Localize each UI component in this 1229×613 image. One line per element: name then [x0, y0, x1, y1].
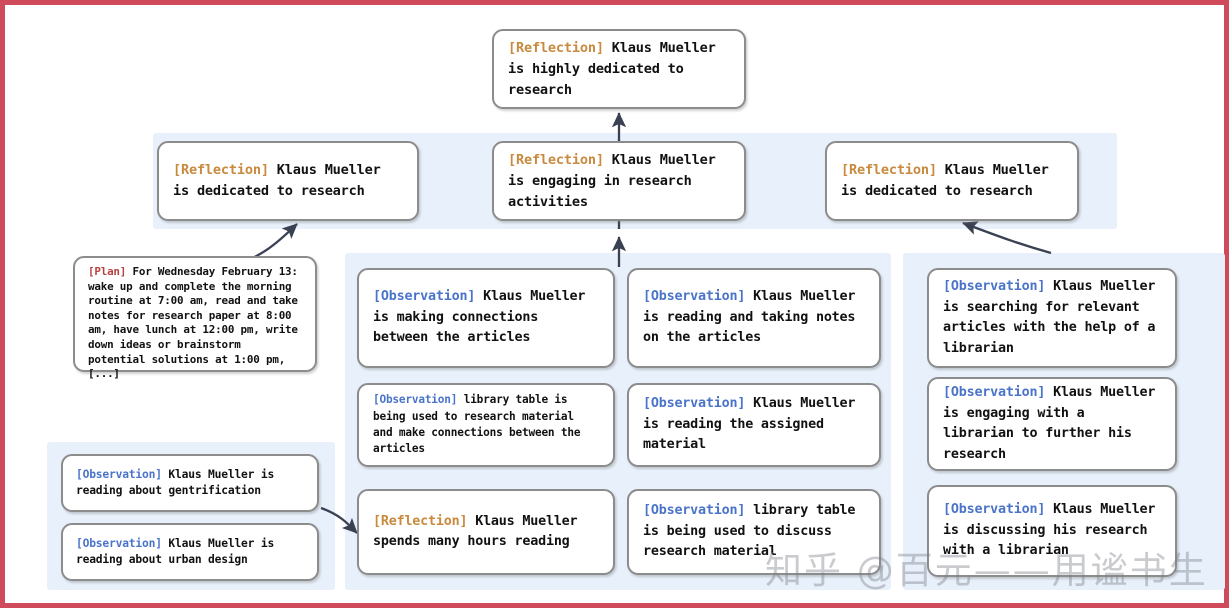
node-body: Klaus Mueller is reading about gentrific…: [76, 467, 275, 498]
node-text: [Observation] library table is being use…: [373, 392, 599, 457]
tag-observation: [Observation]: [943, 502, 1046, 518]
tag-reflection: [Reflection]: [508, 39, 604, 56]
tag-observation: [Observation]: [76, 467, 162, 481]
node-text: [Observation] Klaus Mueller is reading a…: [76, 536, 304, 569]
tag-observation: [Observation]: [643, 289, 746, 305]
node-body: Klaus Mueller is searching for relevant …: [943, 279, 1156, 356]
tag-observation: [Observation]: [373, 393, 458, 407]
tag-reflection: [Reflection]: [373, 513, 468, 529]
watermark: 知乎 @百元——用谧书生: [765, 549, 1208, 592]
node-text: [Observation] Klaus Mueller is searching…: [943, 277, 1161, 359]
tag-observation: [Observation]: [943, 279, 1046, 294]
node-text: [Observation] Klaus Mueller is reading a…: [76, 467, 304, 500]
tag-reflection: [Reflection]: [841, 162, 937, 178]
node-center-observation-1[interactable]: [Observation] Klaus Mueller is reading a…: [627, 268, 881, 368]
node-body: Klaus Mueller is highly dedicated to res…: [508, 39, 716, 98]
node-body: Klaus Mueller is reading and taking note…: [643, 289, 856, 346]
tag-reflection: [Reflection]: [173, 162, 269, 178]
node-text: [Reflection] Klaus Mueller is engaging i…: [508, 150, 730, 213]
node-left-observation-1[interactable]: [Observation] Klaus Mueller is reading a…: [61, 454, 319, 512]
node-right-observation-1[interactable]: [Observation] Klaus Mueller is searching…: [927, 268, 1177, 368]
node-body: Klaus Mueller is dedicated to research: [173, 162, 381, 199]
node-body: Klaus Mueller is dedicated to research: [841, 162, 1049, 199]
node-body: Klaus Mueller is reading the assigned ma…: [643, 396, 856, 453]
node-middle-observation-2[interactable]: [Observation] library table is being use…: [357, 383, 615, 467]
node-reflection-2[interactable]: [Reflection] Klaus Mueller is engaging i…: [492, 141, 746, 221]
tag-observation: [Observation]: [373, 289, 476, 305]
tag-observation: [Observation]: [643, 503, 746, 519]
tag-observation: [Observation]: [76, 536, 162, 550]
node-right-observation-2[interactable]: [Observation] Klaus Mueller is engaging …: [927, 377, 1177, 471]
tag-observation: [Observation]: [943, 385, 1046, 400]
node-text: [Observation] Klaus Mueller is discussin…: [943, 500, 1161, 562]
node-body: Klaus Mueller is discussing his research…: [943, 502, 1156, 559]
node-body: Klaus Mueller is reading about urban des…: [76, 536, 275, 567]
node-text: [Observation] library table is being use…: [643, 501, 865, 563]
node-body: library table is being used to discuss r…: [643, 503, 856, 560]
tag-observation: [Observation]: [643, 396, 746, 412]
tag-plan: [Plan]: [88, 265, 127, 278]
node-reflection-3[interactable]: [Reflection] Klaus Mueller is dedicated …: [825, 141, 1079, 221]
node-middle-reflection[interactable]: [Reflection] Klaus Mueller spends many h…: [357, 489, 615, 575]
node-text: [Observation] Klaus Mueller is making co…: [373, 287, 599, 349]
node-body: Klaus Mueller spends many hours reading: [373, 513, 578, 550]
node-body: Klaus Mueller is engaging with a librari…: [943, 385, 1156, 462]
node-text: [Reflection] Klaus Mueller is dedicated …: [173, 160, 403, 202]
node-text: [Plan] For Wednesday February 13: wake u…: [88, 265, 302, 382]
node-left-observation-2[interactable]: [Observation] Klaus Mueller is reading a…: [61, 523, 319, 581]
node-body: Klaus Mueller is engaging in research ac…: [508, 151, 716, 210]
node-center-observation-3[interactable]: [Observation] library table is being use…: [627, 489, 881, 575]
node-text: [Reflection] Klaus Mueller is highly ded…: [508, 38, 730, 101]
node-plan[interactable]: [Plan] For Wednesday February 13: wake u…: [73, 256, 317, 380]
node-center-observation-2[interactable]: [Observation] Klaus Mueller is reading t…: [627, 383, 881, 467]
node-reflection-1[interactable]: [Reflection] Klaus Mueller is dedicated …: [157, 141, 419, 221]
node-right-observation-3[interactable]: [Observation] Klaus Mueller is discussin…: [927, 485, 1177, 577]
node-body: For Wednesday February 13: wake up and c…: [88, 265, 298, 381]
node-text: [Observation] Klaus Mueller is reading t…: [643, 394, 865, 456]
node-text: [Observation] Klaus Mueller is reading a…: [643, 287, 865, 349]
node-body: Klaus Mueller is making connections betw…: [373, 289, 586, 346]
node-text: [Reflection] Klaus Mueller is dedicated …: [841, 160, 1063, 202]
tag-reflection: [Reflection]: [508, 151, 604, 168]
diagram-canvas: [Reflection] Klaus Mueller is highly ded…: [5, 5, 1229, 613]
node-text: [Observation] Klaus Mueller is engaging …: [943, 383, 1161, 465]
node-middle-observation-1[interactable]: [Observation] Klaus Mueller is making co…: [357, 268, 615, 368]
node-root-reflection[interactable]: [Reflection] Klaus Mueller is highly ded…: [492, 29, 746, 109]
node-text: [Reflection] Klaus Mueller spends many h…: [373, 512, 599, 553]
node-body: library table is being used to research …: [373, 393, 581, 456]
